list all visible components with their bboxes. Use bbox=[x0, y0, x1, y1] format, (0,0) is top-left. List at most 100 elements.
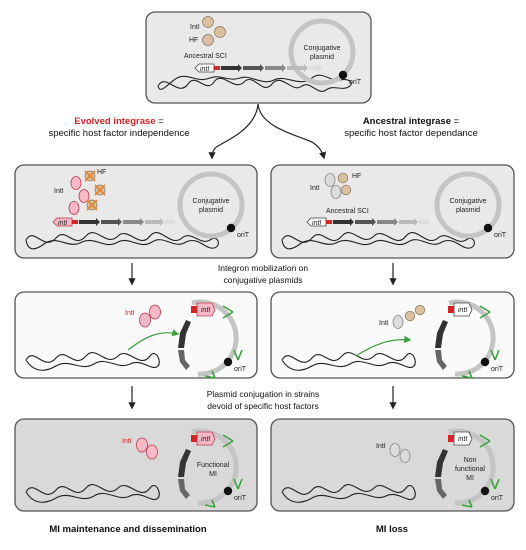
branch-left-line2: specific host factor independence bbox=[48, 128, 189, 139]
intl-protein bbox=[136, 437, 148, 453]
intl-gene-arrow bbox=[453, 431, 473, 446]
plasmid-label-2: plasmid bbox=[456, 207, 480, 214]
intl-gene-arrow bbox=[196, 431, 216, 446]
cross-mark-icon bbox=[84, 170, 96, 182]
cassette-3 bbox=[377, 218, 398, 226]
mobilization-arrow bbox=[127, 329, 180, 351]
intl-label: IntI bbox=[54, 188, 64, 195]
hf-protein bbox=[404, 310, 416, 322]
cell-membrane bbox=[270, 291, 515, 379]
mi-label-line1: Non bbox=[464, 457, 477, 464]
orit-label: oriT bbox=[491, 366, 504, 373]
bacterial-chromosome bbox=[25, 352, 160, 371]
intl-gene-label: intI bbox=[58, 220, 67, 227]
hf-label: HF bbox=[97, 169, 106, 176]
cassette-on-plasmid bbox=[178, 320, 191, 348]
intl-gene-label: intI bbox=[458, 307, 467, 314]
intl-protein bbox=[68, 201, 80, 215]
intl-protein bbox=[149, 304, 161, 320]
mobilizable-plasmid: intI Non functional MI oriT bbox=[435, 428, 504, 508]
attc-site bbox=[448, 306, 454, 313]
cassette-3 bbox=[123, 218, 144, 226]
orit-label: oriT bbox=[234, 495, 247, 502]
intl-protein bbox=[392, 315, 404, 329]
intl-label: IntI bbox=[379, 320, 389, 327]
sci-label: Ancestral SCI bbox=[184, 53, 227, 60]
orit-dot bbox=[223, 486, 233, 496]
intl-label: IntI bbox=[122, 438, 132, 445]
bacterial-chromosome bbox=[25, 484, 160, 503]
orit-dot bbox=[223, 357, 233, 367]
orit-label: oriT bbox=[237, 232, 250, 239]
plasmid-label-1: Conjugative bbox=[193, 198, 230, 205]
cell-membrane bbox=[14, 291, 258, 379]
cassette-on-plasmid bbox=[435, 449, 448, 477]
recipient-cell-left: IntI intI Functional MI oriT bbox=[14, 418, 258, 512]
intl-gene-label: intI bbox=[312, 220, 321, 227]
cross-mark-icon bbox=[94, 184, 106, 196]
intl-protein bbox=[139, 312, 151, 328]
step1-line1: Integron mobilization on bbox=[218, 263, 309, 273]
recipient-cell-right: IntI intI Non functional MI oriT bbox=[270, 418, 515, 512]
mobilization-cell-right: IntI intI oriT bbox=[270, 291, 515, 379]
intl-protein bbox=[202, 16, 214, 28]
orit-dot bbox=[480, 486, 490, 496]
intl-gene-arrow bbox=[194, 63, 215, 73]
branch-right-line1: Ancestral integrase = bbox=[363, 116, 460, 127]
intl-label: IntI bbox=[125, 310, 135, 317]
orit-label: oriT bbox=[234, 366, 247, 373]
intl-gene-label: intI bbox=[200, 66, 209, 73]
branch-right-line2: specific host factor dependance bbox=[344, 128, 478, 139]
cassette-on-plasmid bbox=[435, 320, 448, 348]
bacterial-chromosome bbox=[25, 232, 219, 250]
cassette-5 bbox=[165, 218, 176, 226]
outcome-right: MI loss bbox=[376, 524, 408, 535]
orit-dot bbox=[226, 223, 236, 233]
orit-dot bbox=[338, 70, 348, 80]
plasmid-label-2: plasmid bbox=[199, 207, 223, 214]
branch-arrow-right bbox=[257, 103, 327, 160]
intl-protein bbox=[146, 444, 158, 460]
orit-label: oriT bbox=[494, 232, 507, 239]
transfer-arrow bbox=[222, 305, 234, 319]
intl-protein bbox=[324, 173, 336, 187]
branch-left-line1: Evolved integrase = bbox=[74, 116, 164, 127]
attc-site bbox=[214, 66, 220, 70]
intl-gene-arrow bbox=[196, 302, 216, 317]
mi-label-line1: Functional bbox=[197, 462, 230, 469]
cassette-2 bbox=[101, 218, 122, 226]
intl-protein bbox=[214, 26, 226, 38]
plasmid-label-2: plasmid bbox=[310, 54, 334, 61]
bacterial-chromosome bbox=[157, 74, 352, 92]
sci-label: Ancestral SCI bbox=[326, 208, 369, 215]
bacterial-chromosome bbox=[281, 352, 416, 371]
intl-gene-arrow bbox=[306, 217, 327, 227]
hf-label: HF bbox=[189, 37, 198, 44]
transfer-arrow bbox=[490, 478, 500, 490]
step2-line1: Plasmid conjugation in strains bbox=[207, 389, 319, 399]
intl-gene-label: intI bbox=[201, 436, 210, 443]
step2-line2: devoid of specific host factors bbox=[207, 401, 319, 411]
cassette-2 bbox=[243, 64, 264, 72]
cassette-2 bbox=[355, 218, 376, 226]
orit-label: oriT bbox=[349, 79, 362, 86]
intl-protein bbox=[399, 449, 411, 463]
step1-line2: conjugative plasmids bbox=[224, 275, 303, 285]
cassette-on-plasmid bbox=[178, 479, 190, 499]
cassette-1 bbox=[79, 218, 100, 226]
intl-label: IntI bbox=[376, 443, 386, 450]
hf-protein bbox=[414, 304, 426, 316]
transfer-arrow bbox=[461, 499, 473, 508]
attc-site bbox=[191, 435, 197, 442]
attc-site bbox=[191, 306, 197, 313]
intl-protein bbox=[78, 189, 90, 203]
cassette-5 bbox=[419, 218, 430, 226]
sci-cassette-array: intI bbox=[306, 217, 430, 227]
hf-protein bbox=[202, 34, 214, 46]
intl-label: IntI bbox=[190, 24, 200, 31]
orit-dot bbox=[483, 223, 493, 233]
cassette-5 bbox=[309, 64, 322, 72]
mobilizable-plasmid: intI Functional MI oriT bbox=[178, 428, 247, 508]
sci-cassette-array: intI bbox=[52, 217, 176, 227]
